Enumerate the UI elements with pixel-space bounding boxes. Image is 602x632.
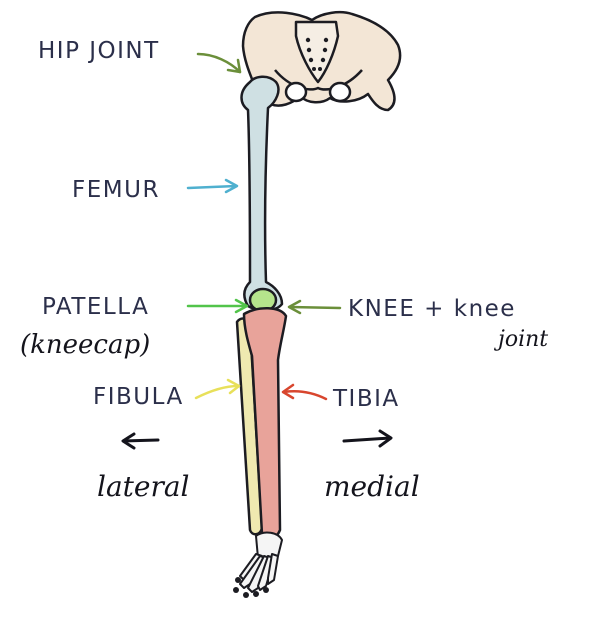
- arrow-tibia: [281, 383, 328, 401]
- label-femur: FEMUR: [72, 177, 160, 203]
- label-kneecap: (kneecap): [20, 330, 150, 360]
- pelvis-ring: [274, 69, 363, 91]
- sacrum: [294, 20, 340, 84]
- arrow-fibula: [194, 378, 241, 400]
- obturator-right: [328, 81, 352, 103]
- label-knee-joint: joint: [493, 327, 548, 352]
- label-tibia: TIBIA: [332, 386, 400, 412]
- label-hip-joint: HIP JOINT: [38, 38, 160, 64]
- label-lateral: lateral: [97, 470, 190, 503]
- arrow-medial: [342, 429, 393, 448]
- label-medial: medial: [324, 470, 420, 503]
- label-fibula: FIBULA: [93, 384, 184, 410]
- label-patella: PATELLA: [42, 294, 149, 320]
- tibia-bone: [242, 307, 288, 541]
- pelvis: [241, 11, 402, 112]
- obturator-left: [284, 81, 308, 103]
- foot-bones: [233, 531, 283, 598]
- arrow-femur: [186, 178, 239, 194]
- arrow-knee: [287, 299, 342, 315]
- femur-bone: [240, 75, 284, 312]
- ankle: [255, 531, 283, 559]
- sacral-foramina: [305, 37, 329, 71]
- label-knee: KNEE + knee: [348, 296, 516, 322]
- metatarsal-5: [267, 553, 279, 585]
- toe-tips: [233, 577, 269, 598]
- arrow-patella: [186, 298, 249, 314]
- arrow-hip-joint: [196, 52, 242, 74]
- arrow-lateral: [121, 432, 160, 450]
